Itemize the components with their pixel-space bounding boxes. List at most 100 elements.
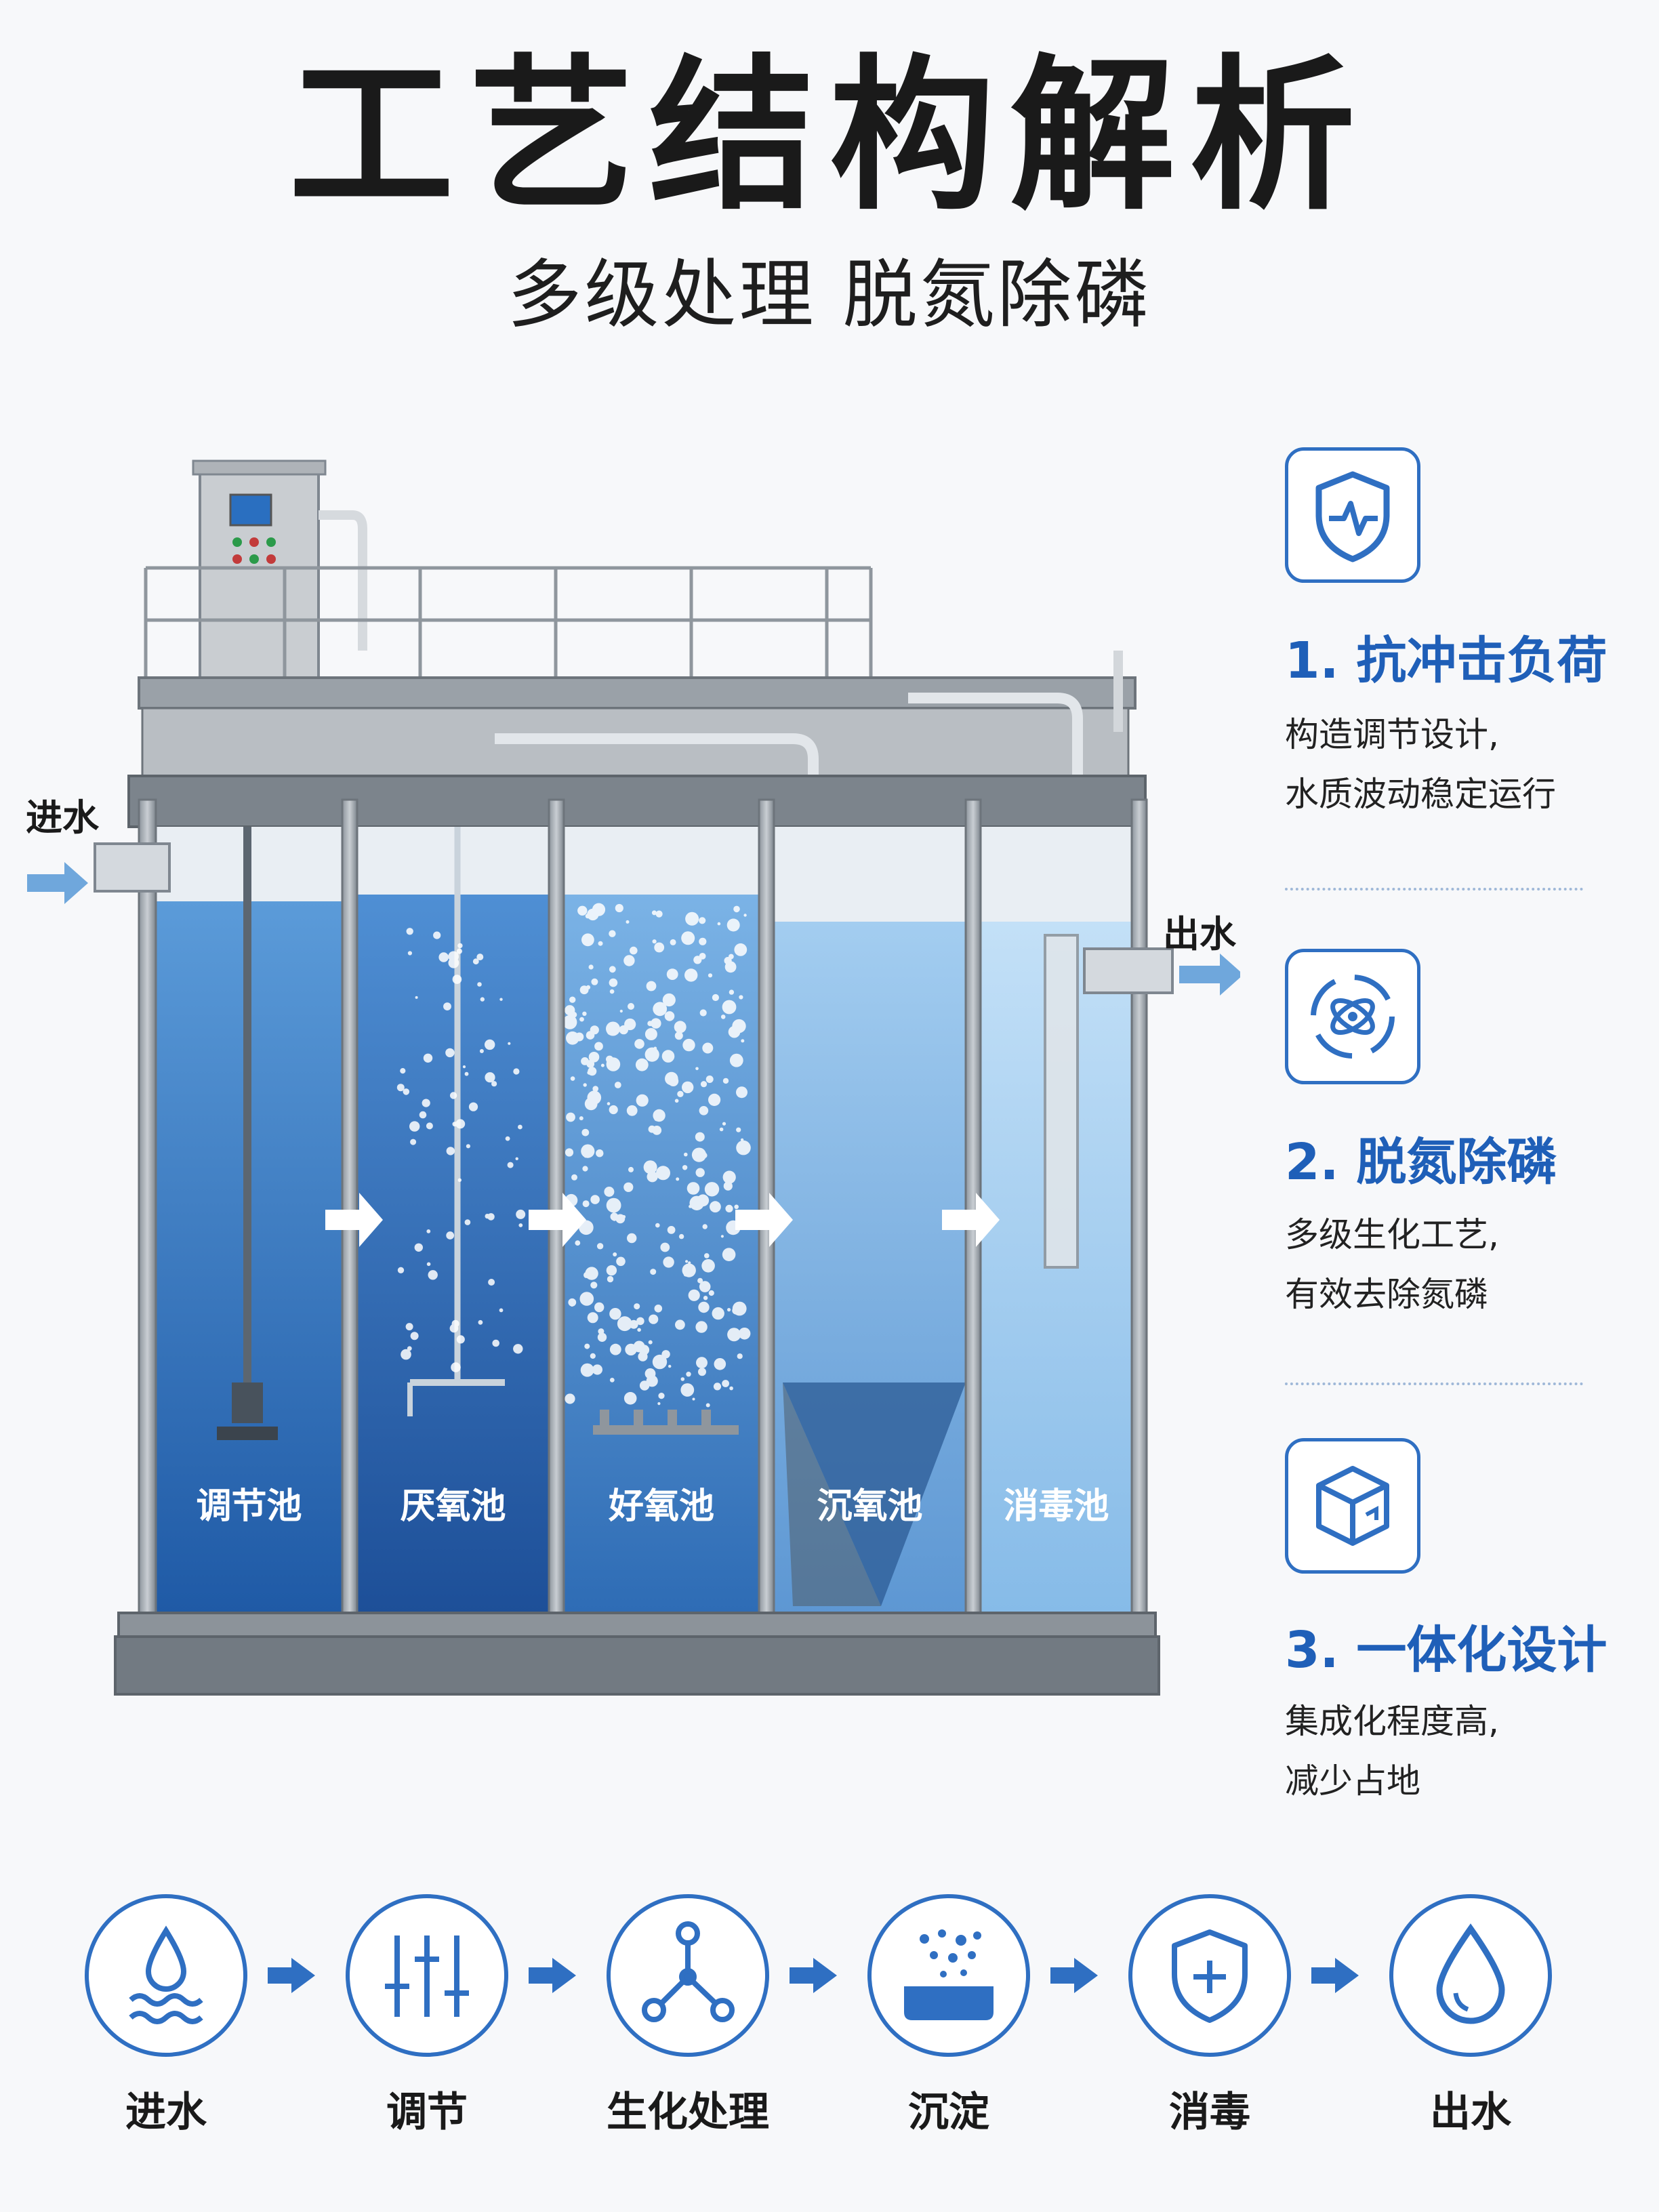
bubble (606, 1057, 621, 1071)
bubble (639, 1380, 650, 1391)
bubble (513, 1068, 520, 1075)
bubble (658, 1393, 665, 1399)
bubble (609, 989, 615, 994)
bubble (414, 1243, 423, 1252)
bubble (609, 1105, 618, 1115)
bubble (587, 908, 599, 921)
bubble (491, 1081, 497, 1087)
bubble (676, 1177, 680, 1181)
bubble (407, 951, 413, 956)
bubble (443, 1002, 451, 1010)
bubble (422, 1099, 430, 1107)
feature-desc-2a: 多级生化工艺, (1285, 1215, 1499, 1254)
step-label-sediment: 沉淀 (908, 2089, 989, 2136)
bubble (699, 1281, 711, 1292)
bubble (606, 1265, 617, 1276)
bubble (401, 1349, 411, 1360)
bubble (695, 1168, 705, 1177)
bubble (575, 1240, 581, 1246)
bubble (614, 1082, 621, 1088)
bubble (712, 994, 719, 1002)
bubble (626, 1105, 638, 1116)
bubble (581, 1128, 590, 1136)
bubble (433, 931, 441, 939)
bubble (655, 1223, 660, 1228)
bubble (647, 1021, 653, 1027)
bubble (660, 1242, 670, 1252)
bubble (723, 1181, 733, 1191)
bubble (634, 1039, 644, 1049)
bubble (729, 989, 735, 995)
bubble (588, 964, 594, 970)
bubble (724, 961, 737, 973)
step-label-biochem: 生化处理 (607, 2089, 769, 2136)
tank-wall-6 (1130, 798, 1148, 1614)
bubble (653, 1046, 657, 1050)
bubble (628, 1166, 634, 1172)
feature-desc-3b: 减少占地 (1285, 1761, 1420, 1801)
bubble (598, 941, 603, 946)
bubble (712, 1307, 724, 1320)
bubble (705, 1403, 710, 1408)
bubble (455, 1119, 466, 1129)
bubble (591, 978, 598, 985)
tank-wall-1 (138, 798, 157, 1614)
bubble (569, 996, 576, 1003)
bubble (468, 1102, 478, 1111)
bubble (680, 1383, 695, 1397)
bubble (609, 966, 616, 973)
step-adjust (346, 1894, 508, 2057)
bubble (697, 1194, 710, 1207)
bubble (667, 1226, 676, 1234)
bubble (699, 953, 706, 960)
bubble (609, 1343, 621, 1355)
step-arrow-1 (268, 1958, 315, 1993)
bubble (462, 1065, 466, 1069)
treatment-plant-diagram: 调节池厌氧池好氧池沉氧池消毒池 (27, 459, 1240, 1696)
bubble (615, 903, 623, 913)
tank-wall-3 (548, 798, 565, 1614)
cube-icon (1316, 1466, 1389, 1546)
bubble (452, 975, 462, 984)
shield-pulse-icon (1315, 471, 1390, 562)
bubble (464, 1219, 471, 1225)
bubble (682, 1038, 695, 1052)
bubble (449, 1092, 457, 1099)
bubble (692, 1397, 695, 1401)
bubble (446, 1231, 455, 1240)
bubble (695, 1132, 705, 1142)
bubble (699, 937, 707, 945)
bubble (665, 1071, 678, 1086)
bubble (582, 1166, 588, 1172)
bubble (708, 1093, 721, 1106)
bubble (729, 954, 734, 960)
bubble (590, 1353, 596, 1359)
bubble (695, 1067, 699, 1071)
bubble (653, 1109, 665, 1122)
step-arrow-3 (790, 1958, 837, 1993)
bubble (587, 1312, 598, 1324)
bubble (705, 1076, 714, 1083)
bubble (628, 1003, 634, 1010)
step-biochem (607, 1894, 769, 2057)
bubble (629, 1319, 638, 1329)
bubble (708, 973, 713, 978)
bubble (728, 1025, 741, 1038)
bubble (419, 1111, 427, 1119)
bubble (582, 1011, 587, 1016)
bubble (689, 1204, 692, 1208)
feature-desc-1a: 构造调节设计, (1285, 715, 1499, 754)
bubble (704, 1253, 710, 1258)
cycle-atom-icon (1311, 975, 1395, 1059)
bubble (570, 1303, 574, 1307)
bubble (644, 1368, 656, 1379)
bubble (579, 1116, 583, 1121)
bubble (604, 1187, 615, 1197)
bubble (674, 1021, 687, 1033)
bubble (568, 1298, 577, 1307)
bubble (737, 1353, 743, 1359)
bubble (722, 1380, 729, 1387)
bubble (662, 993, 676, 1007)
bubble (696, 1357, 708, 1369)
bubble (607, 1102, 611, 1105)
